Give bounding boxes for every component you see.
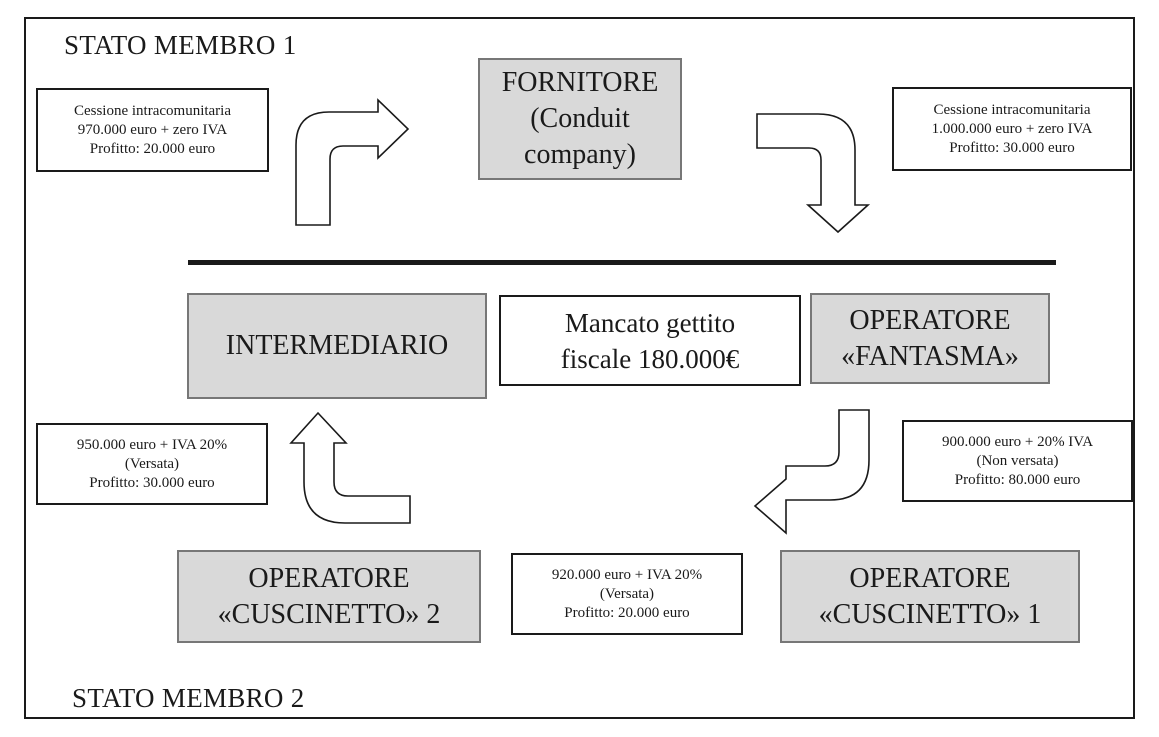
text-line: FORNITORE <box>501 67 659 98</box>
transaction-phantom-to-buffer1: 900.000 euro + 20% IVA (Non versata) Profi… <box>902 420 1133 502</box>
transaction-buffer2-to-intermediary: 950.000 euro + IVA 20% (Versata) Profitto:… <box>36 423 268 505</box>
text-line: (Non versata) <box>976 452 1059 469</box>
arrow-buffer2-to-intermediary <box>289 411 411 524</box>
phantom-operator-node: OPERATORE «FANTASMA» <box>810 293 1050 384</box>
arrow-intermediary-to-supplier <box>295 98 410 226</box>
text-line: «CUSCINETTO» 1 <box>818 598 1042 630</box>
text-line: OPERATORE <box>849 562 1011 594</box>
text-line: (Versata) <box>124 455 180 472</box>
text-line: Mancato gettito <box>564 307 736 338</box>
text-line: 950.000 euro + IVA 20% <box>76 436 228 453</box>
transaction-buffer1-to-buffer2: 920.000 euro + IVA 20% (Versata) Profitto:… <box>511 553 743 635</box>
text-line: Profitto: 20.000 euro <box>564 604 690 621</box>
buffer-operator-1-node: OPERATORE «CUSCINETTO» 1 <box>780 550 1080 643</box>
text-line: INTERMEDIARIO <box>225 330 449 361</box>
text-line: «FANTASMA» <box>841 340 1019 372</box>
text-line: Cessione intracomunitaria <box>73 102 232 119</box>
missing-tax-revenue-box: Mancato gettito fiscale 180.000€ <box>499 295 801 386</box>
member-state-2-label: STATO MEMBRO 2 <box>72 683 305 713</box>
arrow-supplier-to-phantom <box>756 113 871 234</box>
text-line: Cessione intracomunitaria <box>933 101 1091 118</box>
text-line: OPERATORE <box>248 562 410 594</box>
text-line: 920.000 euro + IVA 20% <box>551 566 703 583</box>
text-line: company) <box>524 139 636 170</box>
text-line: (Versata) <box>599 585 655 602</box>
diagram-frame <box>24 17 1135 719</box>
transaction-intermediary-to-supplier: Cessione intracomunitaria 970.000 euro + … <box>36 88 269 172</box>
border-divider-line <box>188 260 1056 265</box>
buffer-operator-2-node: OPERATORE «CUSCINETTO» 2 <box>177 550 481 643</box>
text-line: Profitto: 80.000 euro <box>954 471 1081 488</box>
arrow-phantom-to-buffer1 <box>753 409 870 535</box>
text-line: 1.000.000 euro + zero IVA <box>931 120 1093 137</box>
text-line: Profitto: 30.000 euro <box>89 474 215 491</box>
text-line: fiscale 180.000€ <box>560 343 740 374</box>
member-state-1-label: STATO MEMBRO 1 <box>64 30 297 60</box>
text-line: 970.000 euro + zero IVA <box>77 121 228 138</box>
text-line: (Conduit <box>530 103 630 134</box>
text-line: Profitto: 20.000 euro <box>89 140 216 157</box>
text-line: «CUSCINETTO» 2 <box>217 598 441 630</box>
text-line: Profitto: 30.000 euro <box>949 139 1075 156</box>
text-line: OPERATORE <box>849 304 1011 336</box>
supplier-node: FORNITORE (Conduit company) <box>478 58 682 180</box>
intermediary-node: INTERMEDIARIO <box>187 293 487 399</box>
text-line: 900.000 euro + 20% IVA <box>941 433 1094 450</box>
transaction-supplier-to-phantom: Cessione intracomunitaria 1.000.000 euro … <box>892 87 1132 171</box>
